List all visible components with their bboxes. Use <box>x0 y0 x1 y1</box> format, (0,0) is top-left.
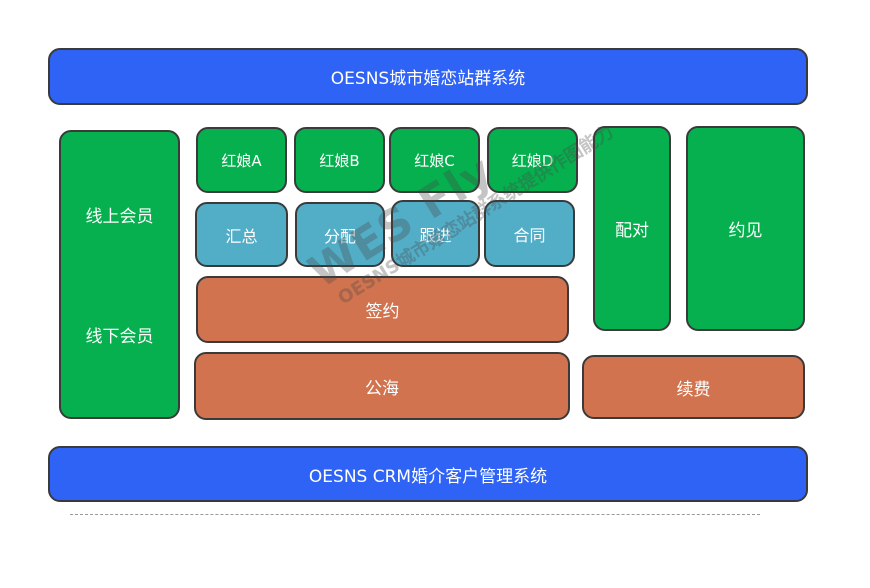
sign-box: 签约 <box>196 276 569 343</box>
bottom-system-label: OESNS CRM婚介客户管理系统 <box>308 466 548 487</box>
bottom-system-bar: OESNS CRM婚介客户管理系统 <box>48 446 808 502</box>
action-contract: 合同 <box>484 200 575 267</box>
renewal-box: 续费 <box>582 355 805 419</box>
matchmaker-a: 红娘A <box>196 127 287 193</box>
action-follow-up: 跟进 <box>391 200 480 267</box>
offline-members-label: 线下会员 <box>85 327 154 347</box>
online-members-label: 线上会员 <box>85 207 154 227</box>
action-summary: 汇总 <box>195 202 288 267</box>
action-assign: 分配 <box>295 202 385 267</box>
meeting-box: 约见 <box>686 126 805 331</box>
matchmaker-b: 红娘B <box>294 127 385 193</box>
matchmaker-d: 红娘D <box>487 127 578 193</box>
members-panel: 线上会员 线下会员 <box>59 130 180 419</box>
top-system-label: OESNS城市婚恋站群系统 <box>330 69 526 89</box>
public-pool-box: 公海 <box>194 352 570 420</box>
dashed-divider <box>70 514 760 515</box>
top-system-bar: OESNS城市婚恋站群系统 <box>48 48 808 105</box>
matchmaker-c: 红娘C <box>389 127 480 193</box>
pairing-box: 配对 <box>593 126 671 331</box>
